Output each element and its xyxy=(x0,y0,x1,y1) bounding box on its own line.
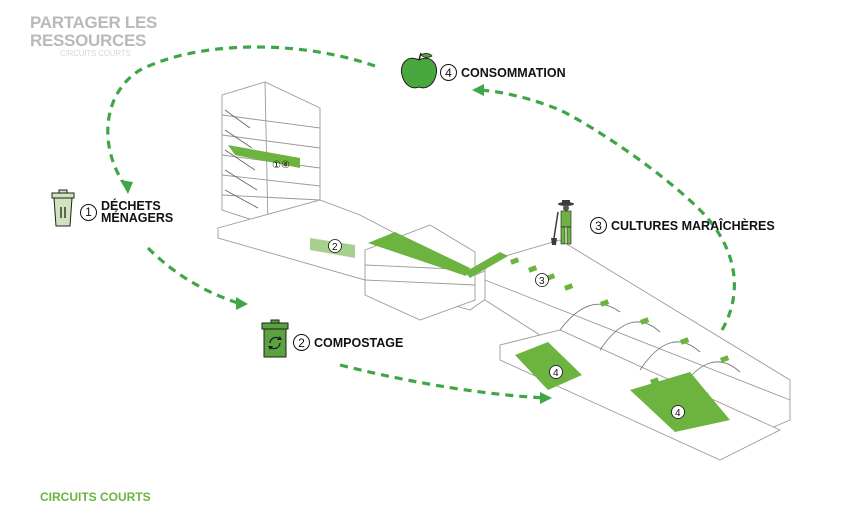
arch xyxy=(599,321,661,351)
right-floor-line xyxy=(484,279,791,401)
marker-lower-right: 4 xyxy=(675,408,681,419)
step-compostage: 2 COMPOSTAGE xyxy=(293,334,403,351)
connector-green-strip xyxy=(465,252,508,278)
slab-green-strip xyxy=(368,232,470,276)
title-line-2: RESSOURCES xyxy=(30,31,147,50)
arch xyxy=(559,303,621,331)
right-block xyxy=(484,239,791,451)
marker-lower-left-circle xyxy=(549,365,563,379)
step-dechets-menagers: 1 DÉCHETS MÉNAGERS xyxy=(80,200,191,224)
arrowhead-consommation xyxy=(472,84,484,96)
balcony xyxy=(224,109,251,129)
marker-mid-circle xyxy=(328,239,342,253)
panel xyxy=(720,355,730,363)
cycle-arrows xyxy=(106,45,736,400)
arrow-consommation-to-dechets xyxy=(106,45,376,186)
tower-green-roof xyxy=(228,145,300,168)
panel xyxy=(650,377,660,385)
panel xyxy=(700,392,710,400)
tower-floor-line xyxy=(221,114,321,129)
tower-floor-line xyxy=(221,194,321,201)
arrow-dechets-to-compostage xyxy=(146,246,239,305)
balcony xyxy=(224,189,259,209)
step-number: 3 xyxy=(590,217,607,234)
tower-balconies xyxy=(224,109,259,209)
arrowhead-cultures xyxy=(540,392,552,404)
arrowhead-compostage xyxy=(236,297,248,310)
marker-greenhouse: 3 xyxy=(539,276,545,287)
panel xyxy=(640,317,650,325)
arrow-heads xyxy=(120,84,552,404)
panel xyxy=(528,265,538,273)
middle-floor-line xyxy=(364,279,476,286)
compost-bin-icon xyxy=(261,319,289,358)
balcony xyxy=(224,169,258,191)
step-label-line-1: DÉCHETS xyxy=(101,199,161,213)
building-drawing xyxy=(217,81,791,461)
marker-lower-left: 4 xyxy=(553,368,559,379)
page-title: PARTAGER LES RESSOURCES CIRCUITS COURTS xyxy=(30,14,157,58)
tower-floor-line xyxy=(221,174,321,187)
title-subtitle: CIRCUITS COURTS xyxy=(60,49,131,58)
trash-bin-icon xyxy=(51,189,75,227)
marker-mid: 2 xyxy=(332,242,338,253)
lower-right-green-zone xyxy=(630,372,730,432)
green-zones xyxy=(228,145,730,432)
step-label: COMPOSTAGE xyxy=(314,335,404,350)
marker-tower: ①④ xyxy=(272,160,290,171)
balcony xyxy=(224,129,253,149)
panel xyxy=(564,283,574,291)
arrow-compostage-to-cultures xyxy=(339,363,546,400)
marker-greenhouse-circle xyxy=(535,273,549,287)
panel xyxy=(510,257,520,265)
step-consommation: 4 CONSOMMATION xyxy=(440,64,566,81)
title-line-1: PARTAGER LES xyxy=(30,13,158,32)
step-number: 1 xyxy=(80,203,97,221)
arch xyxy=(639,341,701,371)
panel xyxy=(680,337,690,345)
balcony xyxy=(224,149,256,171)
step-label: CULTURES MARAÎCHÈRES xyxy=(611,218,775,233)
step-cultures-maraicheres: 3 CULTURES MARAÎCHÈRES xyxy=(590,217,775,234)
arrowhead-dechets xyxy=(120,180,133,194)
apple-icon xyxy=(400,52,438,89)
step-label: DÉCHETS MÉNAGERS xyxy=(101,199,191,225)
step-label-line-2: MÉNAGERS xyxy=(101,211,174,225)
footer-label: CIRCUITS COURTS xyxy=(40,490,151,504)
step-label: CONSOMMATION xyxy=(461,65,566,80)
tower-floor-line xyxy=(221,134,321,149)
arrow-cultures-to-consommation xyxy=(479,88,736,331)
farmer-icon xyxy=(551,200,574,245)
lower-left-green-zone xyxy=(515,342,582,390)
panel xyxy=(600,299,610,307)
step-number: 4 xyxy=(440,64,457,81)
marker-lower-right-circle xyxy=(671,405,685,419)
step-number: 2 xyxy=(293,334,310,351)
